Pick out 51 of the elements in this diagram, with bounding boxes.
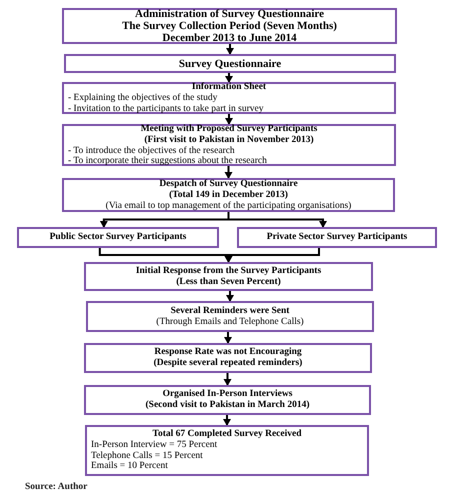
arrow	[223, 415, 231, 426]
box-heading: Administration of Survey Questionnaire	[134, 8, 325, 20]
arrow	[228, 212, 327, 228]
process-box	[64, 54, 396, 73]
box-heading: (Total 149 in December 2013)	[168, 190, 289, 200]
list-item: - To introduce the objectives of the research	[68, 146, 236, 156]
box-heading: (Despite several repeated reminders)	[152, 358, 304, 369]
process-box	[17, 227, 219, 248]
source-note: Source: Author	[25, 481, 88, 494]
process-box	[62, 124, 396, 166]
process-box	[84, 343, 372, 373]
box-heading: Public Sector Survey Participants	[48, 232, 188, 243]
arrow	[224, 248, 320, 263]
box-heading: Meeting with Proposed Survey Participants	[140, 124, 318, 134]
box-heading: Private Sector Survey Participants	[266, 232, 408, 243]
arrow	[226, 291, 234, 302]
box-heading: Information Sheet	[190, 82, 268, 93]
list-item: In-Person Interview = 75 Percent	[91, 440, 218, 451]
list-item: Emails = 10 Percent	[91, 461, 169, 472]
arrow	[224, 166, 232, 179]
box-heading: Initial Response from the Survey Participants	[134, 266, 322, 276]
box-heading: December 2013 to June 2014	[161, 32, 298, 44]
box-heading: Organised In-Person Interviews	[162, 389, 294, 400]
box-heading: Response Rate was not Encouraging	[153, 347, 303, 358]
process-box	[84, 262, 373, 291]
process-box	[85, 425, 369, 476]
process-box	[84, 385, 371, 415]
box-note: (Via email to top management of the participating organisations)	[104, 200, 352, 212]
box-heading: Several Reminders were Sent	[170, 306, 290, 316]
arrow	[226, 44, 234, 55]
box-heading: Survey Questionnaire	[178, 58, 282, 70]
process-box	[86, 301, 374, 332]
arrow	[224, 373, 232, 386]
box-heading: (Second visit to Pakistan in March 2014)	[144, 400, 310, 411]
box-heading: Total 67 Completed Survey Received	[152, 429, 302, 440]
box-heading: The Survey Collection Period (Seven Months)	[121, 20, 338, 32]
box-heading: Despatch of Survey Questionnaire	[158, 178, 299, 190]
list-item: - Explaining the objectives of the study	[68, 93, 218, 104]
process-box	[62, 178, 395, 212]
list-item: - To incorporate their suggestions about the research	[68, 156, 268, 166]
arrow	[225, 114, 233, 125]
process-box	[62, 82, 396, 114]
arrow	[225, 73, 233, 83]
arrow	[224, 332, 232, 344]
process-box	[62, 8, 397, 44]
box-note: (Through Emails and Telephone Calls)	[155, 316, 305, 328]
process-box	[237, 227, 437, 248]
list-item: Telephone Calls = 15 Percent	[91, 450, 204, 461]
box-heading: (First visit to Pakistan in November 2013)	[143, 134, 315, 146]
list-item: - Invitation to the participants to take part in survey	[68, 104, 264, 114]
box-heading: (Less than Seven Percent)	[175, 276, 282, 288]
